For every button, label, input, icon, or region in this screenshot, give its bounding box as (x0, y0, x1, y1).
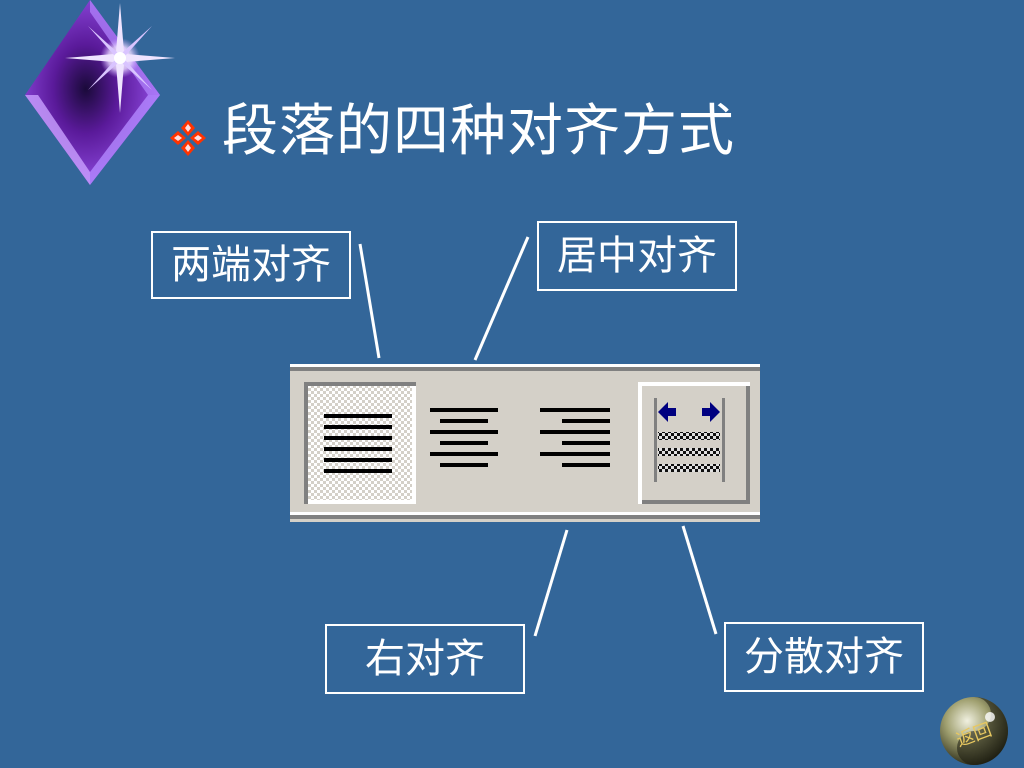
connector-distributed (681, 525, 718, 635)
label-justify: 两端对齐 (151, 231, 351, 299)
align-distributed-icon (654, 398, 725, 482)
return-button[interactable]: 返回 (938, 695, 1010, 767)
slide-title: 段落的四种对齐方式 (222, 99, 735, 164)
center-button[interactable] (430, 408, 498, 467)
diamond-star-decoration-icon (25, 0, 175, 185)
connector-center (473, 236, 530, 361)
align-justify-icon (324, 414, 392, 473)
align-center-icon (430, 408, 498, 467)
label-center: 居中对齐 (537, 221, 737, 291)
right-button[interactable] (540, 408, 610, 467)
connector-justify (358, 243, 381, 359)
justify-button[interactable] (304, 382, 416, 504)
distributed-button[interactable] (638, 382, 750, 504)
label-distributed: 分散对齐 (724, 622, 924, 692)
alignment-toolbar (290, 364, 760, 522)
align-right-icon (540, 408, 610, 467)
label-right: 右对齐 (325, 624, 525, 694)
connector-right (533, 529, 569, 637)
bullet-icon (170, 120, 206, 156)
